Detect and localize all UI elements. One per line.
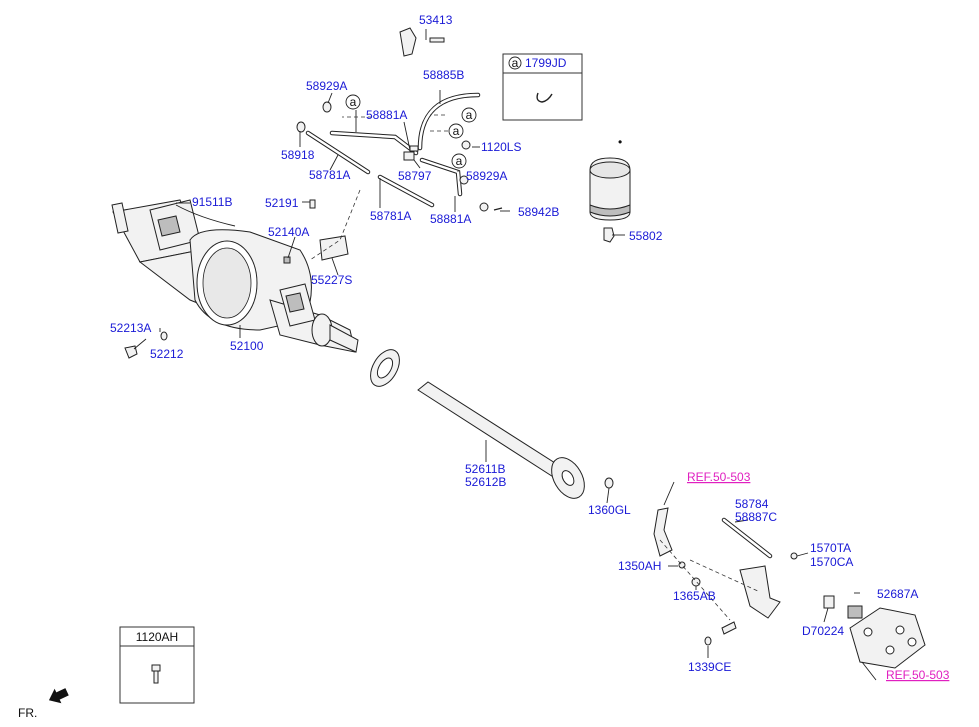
part-label-1339ce[interactable]: 1339CE: [688, 660, 731, 674]
callout-a-letter: a: [512, 56, 519, 70]
part-label-52191[interactable]: 52191: [265, 196, 299, 210]
part-label-55802[interactable]: 55802: [629, 229, 663, 243]
svg-text:a: a: [456, 154, 463, 168]
svg-text:a: a: [453, 124, 460, 138]
part-label-58887c[interactable]: 58887C: [735, 510, 777, 524]
part-label-53413[interactable]: 53413: [419, 13, 453, 27]
axle-shaft: [417, 381, 585, 499]
part-label-52212[interactable]: 52212: [150, 347, 184, 361]
part-label-52687a[interactable]: 52687A: [877, 587, 918, 601]
part-label-58929a-top[interactable]: 58929A: [306, 79, 347, 93]
part-label-1570ca[interactable]: 1570CA: [810, 555, 853, 569]
part-label-d70224[interactable]: D70224: [802, 624, 844, 638]
part-label-52100[interactable]: 52100: [230, 339, 264, 353]
part-label-55227s[interactable]: 55227S: [311, 273, 352, 287]
leader-lines: [133, 29, 877, 681]
front-direction-indicator: FR.: [18, 688, 69, 720]
load-sensing-bracket: [653, 507, 798, 646]
bolt-icon: [151, 664, 161, 684]
small-fittings: [124, 101, 503, 359]
part-label-52140a[interactable]: 52140A: [268, 225, 309, 239]
callout-markers: a a a a: [345, 94, 477, 169]
rear-hub-plate: [823, 595, 926, 669]
legend-box-1799jd: a 1799JD: [502, 53, 583, 121]
part-label-91511b[interactable]: 91511B: [192, 195, 232, 209]
brake-pipes: [305, 92, 773, 559]
part-label-58781a-center[interactable]: 58781A: [370, 209, 411, 223]
part-label-52612b[interactable]: 52612B: [465, 475, 506, 489]
part-label-58797[interactable]: 58797: [398, 169, 432, 183]
part-labels: 53413 58885B 58929A 58881A 58918 1120LS …: [110, 13, 950, 682]
part-label-58942b[interactable]: 58942B: [518, 205, 559, 219]
part-label-58781a-left[interactable]: 58781A: [309, 168, 350, 182]
washer-1360gl: [604, 477, 614, 489]
front-label: FR.: [18, 706, 37, 720]
part-label-1799jd[interactable]: 1799JD: [525, 56, 567, 70]
part-label-52213a[interactable]: 52213A: [110, 321, 151, 335]
breather-53413: [399, 27, 445, 57]
part-label-1360gl[interactable]: 1360GL: [588, 503, 631, 517]
reference-label-bottom[interactable]: REF.50-503: [886, 668, 950, 682]
part-label-58885b[interactable]: 58885B: [423, 68, 464, 82]
clip-icon: [536, 92, 553, 103]
axle-housing: [111, 199, 359, 353]
reference-label-top[interactable]: REF.50-503: [687, 470, 751, 484]
legend-box-1120ah: 1120AH: [119, 626, 195, 704]
part-label-1120ah[interactable]: 1120AH: [136, 630, 178, 644]
cable-91511b: [175, 204, 236, 227]
part-label-58881a-bottom[interactable]: 58881A: [430, 212, 471, 226]
part-label-52611b[interactable]: 52611B: [465, 462, 505, 476]
part-label-58784[interactable]: 58784: [735, 497, 769, 511]
part-label-58918[interactable]: 58918: [281, 148, 315, 162]
svg-text:•: •: [618, 135, 622, 149]
wheel-bearing: [370, 349, 400, 387]
part-label-58881a-top[interactable]: 58881A: [366, 108, 407, 122]
part-label-1350ah[interactable]: 1350AH: [618, 559, 661, 573]
part-label-58929a-right[interactable]: 58929A: [466, 169, 507, 183]
svg-text:a: a: [350, 95, 357, 109]
air-dryer-canister: •: [589, 135, 631, 243]
part-label-1570ta[interactable]: 1570TA: [810, 541, 851, 555]
part-label-1365ab[interactable]: 1365AB: [673, 589, 716, 603]
front-arrow-icon: [48, 688, 69, 704]
svg-text:a: a: [466, 108, 473, 122]
part-label-1120ls[interactable]: 1120LS: [481, 140, 521, 154]
